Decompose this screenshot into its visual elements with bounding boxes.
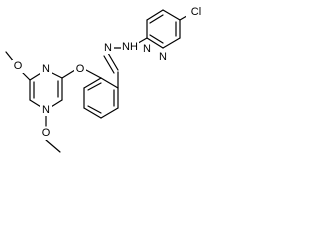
chemical-structure-diagram: Cl N N NH N O N N O O bbox=[0, 0, 213, 164]
bond bbox=[83, 107, 102, 119]
pyridazine-n1-label: N bbox=[159, 51, 167, 63]
c-o-ether-bond bbox=[85, 69, 102, 79]
bond bbox=[83, 77, 102, 89]
o-ch3-bottom-bond bbox=[45, 139, 61, 153]
ether-o-label: O bbox=[76, 63, 85, 75]
bond bbox=[146, 9, 164, 21]
o-pyrimidine-bond bbox=[61, 69, 76, 79]
pyridazine-n2-label: N bbox=[143, 43, 151, 55]
benzene-ring bbox=[83, 77, 119, 119]
bond bbox=[149, 34, 164, 44]
pyrimidine-n1-label: N bbox=[42, 63, 50, 75]
bond bbox=[87, 105, 102, 114]
imine-double-bond bbox=[107, 52, 119, 71]
bond bbox=[162, 9, 181, 21]
imine-double-bond-2 bbox=[103, 55, 115, 74]
bond bbox=[100, 77, 119, 89]
methoxy-o-bottom-label: O bbox=[42, 127, 51, 139]
molecule-drawing: Cl N N NH N O N N O O bbox=[5, 6, 204, 153]
pyrimidine-n2-label: N bbox=[42, 104, 50, 116]
methoxy-o-top-label: O bbox=[14, 60, 23, 72]
pyridazine-ring bbox=[146, 9, 181, 49]
hydrazone-nh-label: NH bbox=[122, 41, 138, 53]
bond bbox=[149, 14, 164, 24]
bond bbox=[146, 37, 164, 49]
hydrazone-n-label: N bbox=[104, 42, 112, 54]
bond bbox=[162, 37, 181, 49]
chlorine-label: Cl bbox=[191, 6, 201, 18]
c-o-methoxy-top-bond bbox=[21, 71, 31, 81]
bond bbox=[87, 82, 102, 91]
bond bbox=[100, 107, 119, 119]
atom-labels: Cl N N NH N O N N O O bbox=[12, 6, 204, 140]
